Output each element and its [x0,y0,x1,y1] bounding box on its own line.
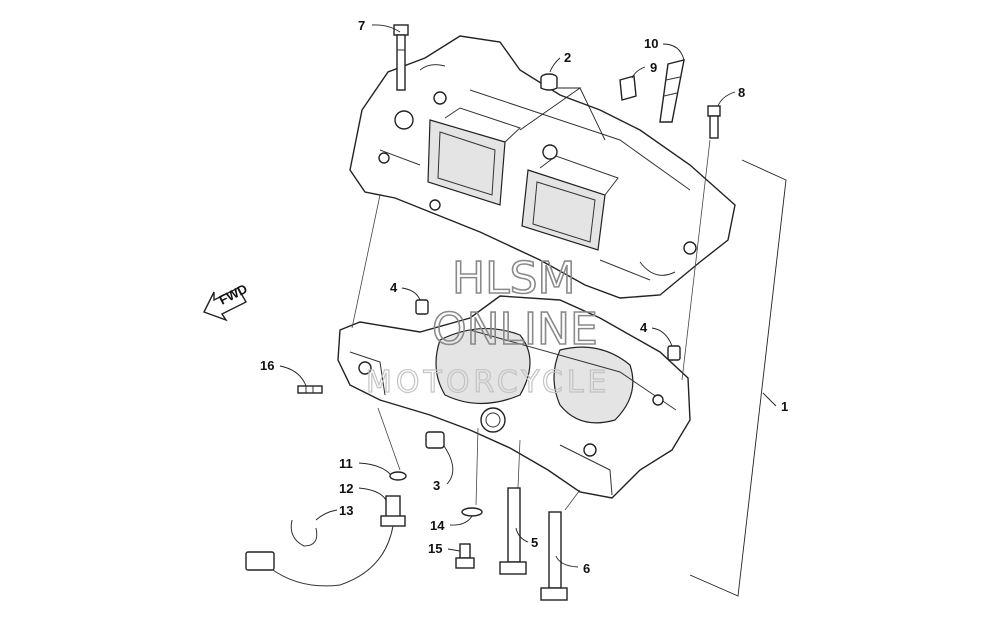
callout-4-right: 4 [640,320,648,335]
callout-12: 12 [339,481,353,496]
bolt-5 [499,487,527,575]
clamp-13 [290,519,318,547]
callout-labels: 1 2 3 4 4 5 6 7 8 9 10 11 12 13 14 15 16 [260,18,788,576]
lower-crankcase [337,295,691,499]
callout-16: 16 [260,358,274,373]
callout-5: 5 [531,535,538,550]
bolt-6 [540,511,568,601]
callout-3: 3 [433,478,440,493]
watermark-line3: MOTORCYCLE [366,365,611,400]
bolt-8 [707,105,721,139]
callout-14: 14 [430,518,445,533]
bushing-9 [619,75,637,101]
fwd-arrow: FWD [203,281,250,322]
oring-11 [389,471,407,481]
callout-9: 9 [650,60,657,75]
watermark-line1: HLSM [452,253,576,304]
callout-10: 10 [644,36,658,51]
guide-lines [351,139,711,511]
watermark-line2: ONLINE [432,304,598,355]
upper-crankcase [349,35,736,299]
sleeve-3 [425,431,445,449]
stud-16 [297,385,323,394]
callout-6: 6 [583,561,590,576]
callout-8: 8 [738,85,745,100]
callout-1: 1 [781,399,788,414]
leader-lines [279,24,736,568]
callout-7: 7 [358,18,365,33]
callout-2: 2 [564,50,571,65]
dowel-4-right [667,345,681,361]
watermark: HLSM ONLINE MOTORCYCLE [365,252,611,400]
callout-4-left: 4 [390,280,398,295]
dowel-2 [540,73,558,91]
washer-14 [461,507,483,517]
dowel-4-left [415,299,429,315]
bolt-15 [455,543,475,569]
assembly-bracket [689,159,787,597]
stud-10 [659,59,685,123]
callout-11: 11 [339,456,353,471]
bolt-7 [393,24,409,91]
callout-15: 15 [428,541,442,556]
sensor-12 [245,495,406,587]
callout-13: 13 [339,503,353,518]
